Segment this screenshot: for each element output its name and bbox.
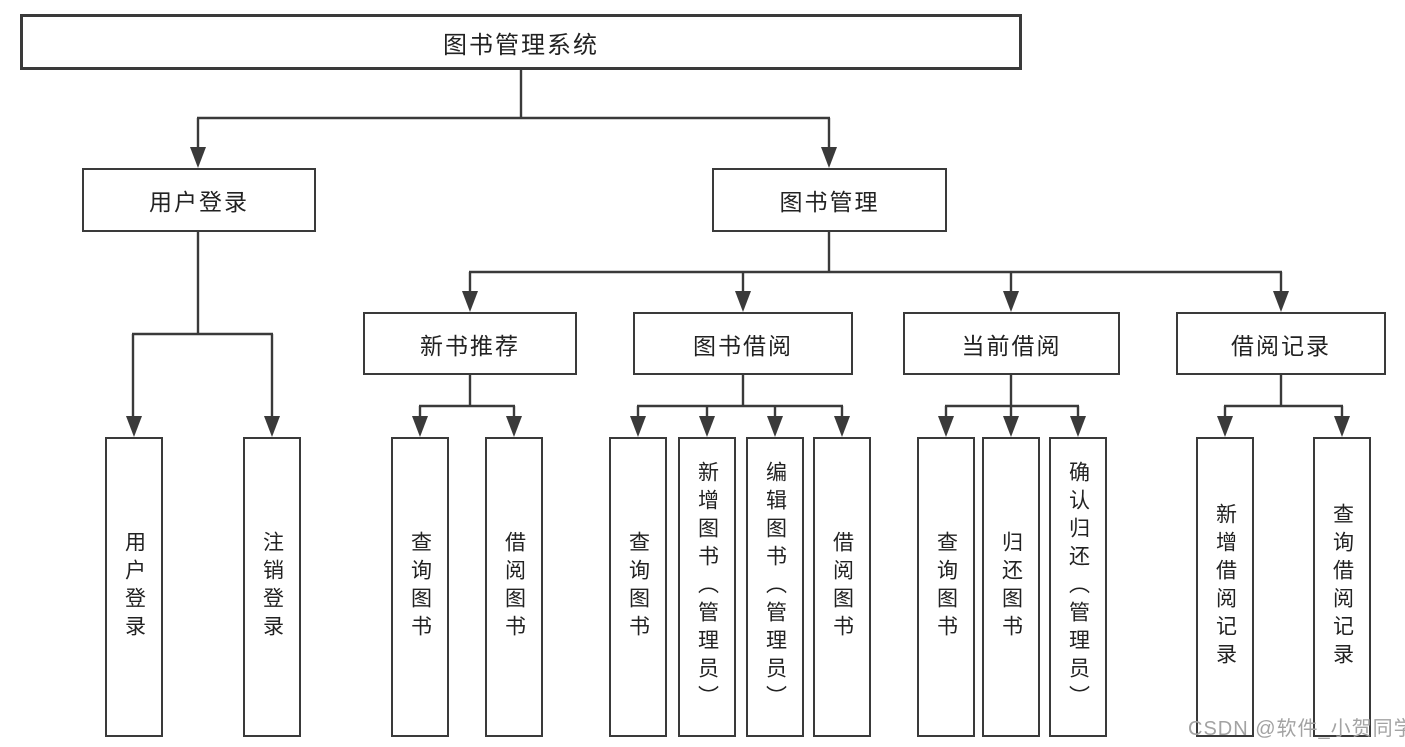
- leaf-return-books: 归还图书: [982, 437, 1040, 737]
- leaf-edit-books-admin: 编辑图书（管理员）: [746, 437, 804, 737]
- leaf-add-borrow-record: 新增借阅记录: [1196, 437, 1254, 737]
- leaf-label: 新增借阅记录: [1213, 503, 1237, 671]
- node-label: 图书管理: [779, 189, 880, 215]
- node-borrow-records: 借阅记录: [1176, 312, 1386, 375]
- leaf-label: 查询图书: [626, 531, 650, 643]
- node-book-borrow: 图书借阅: [633, 312, 853, 375]
- node-label: 用户登录: [149, 189, 249, 215]
- leaf-label: 用户登录: [122, 531, 146, 643]
- leaf-confirm-return-admin: 确认归还（管理员）: [1049, 437, 1107, 737]
- leaf-label: 确认归还（管理员）: [1066, 461, 1090, 713]
- node-library-management-system: 图书管理系统: [20, 14, 1022, 70]
- node-book-management: 图书管理: [712, 168, 947, 232]
- node-new-book-recommend: 新书推荐: [363, 312, 577, 375]
- node-user-login: 用户登录: [82, 168, 316, 232]
- node-label: 新书推荐: [420, 332, 520, 359]
- leaf-query-books-current: 查询图书: [917, 437, 975, 737]
- leaf-add-books-admin: 新增图书（管理员）: [678, 437, 736, 737]
- leaf-label: 归还图书: [999, 531, 1023, 643]
- leaf-label: 借阅图书: [502, 531, 526, 643]
- leaf-label: 借阅图书: [830, 531, 854, 643]
- leaf-query-books-recommend: 查询图书: [391, 437, 449, 737]
- node-label: 图书管理系统: [443, 31, 599, 59]
- leaf-query-borrow-record: 查询借阅记录: [1313, 437, 1371, 737]
- leaf-label: 查询借阅记录: [1330, 503, 1354, 671]
- leaf-logout: 注销登录: [243, 437, 301, 737]
- leaf-label: 查询图书: [408, 531, 432, 643]
- leaf-label: 新增图书（管理员）: [695, 461, 719, 713]
- leaf-borrow-books: 借阅图书: [813, 437, 871, 737]
- node-label: 借阅记录: [1231, 332, 1331, 359]
- node-label: 当前借阅: [961, 332, 1062, 359]
- leaf-user-login: 用户登录: [105, 437, 163, 737]
- leaf-label: 查询图书: [934, 531, 958, 643]
- node-current-borrow: 当前借阅: [903, 312, 1120, 375]
- leaf-label: 注销登录: [260, 531, 284, 643]
- csdn-watermark: CSDN @软件_小贺同学: [1188, 718, 1405, 740]
- leaf-label: 编辑图书（管理员）: [763, 461, 787, 713]
- leaf-borrow-books-recommend: 借阅图书: [485, 437, 543, 737]
- node-label: 图书借阅: [693, 332, 793, 359]
- leaf-query-books-borrow: 查询图书: [609, 437, 667, 737]
